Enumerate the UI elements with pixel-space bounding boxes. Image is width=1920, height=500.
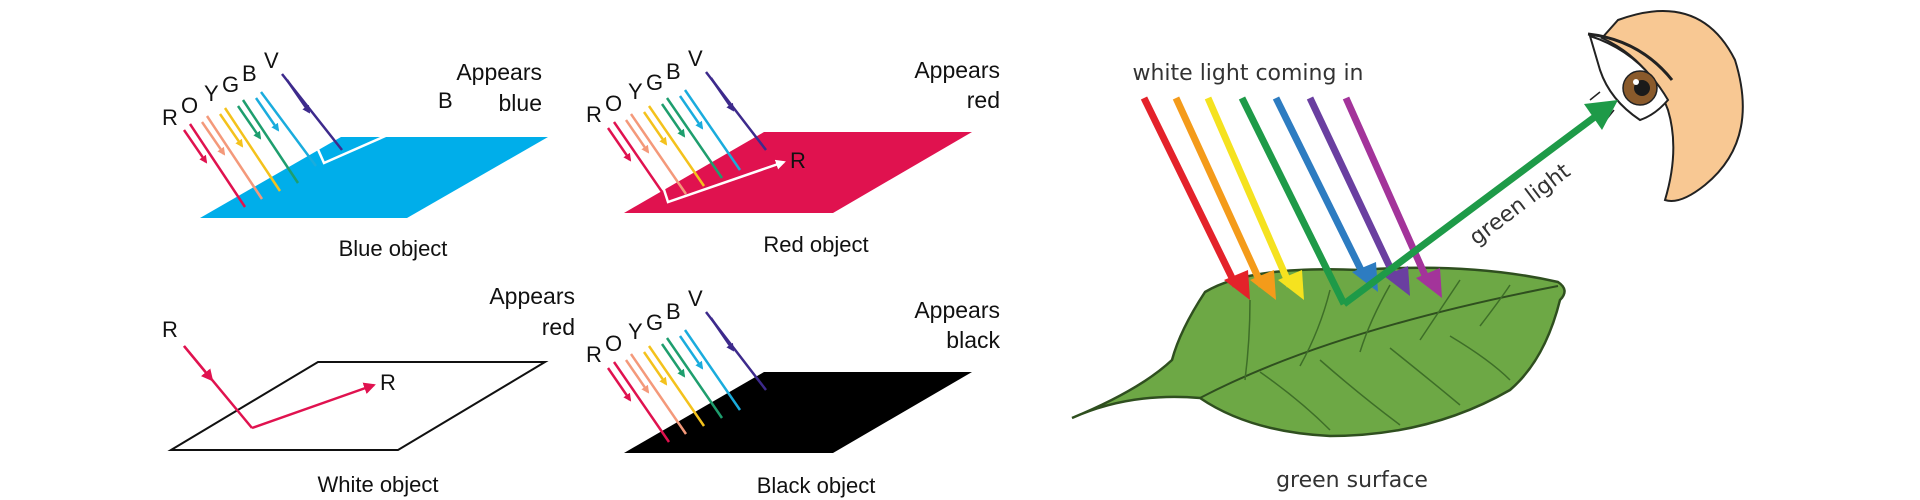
ray-letter-B: B [666,299,681,324]
reflected-green-ray [1341,100,1618,307]
appears-label-line2: red [967,87,1000,113]
white-surface [167,361,549,451]
panel-caption: Red object [763,232,868,257]
incoming-light-label: white light coming in [1132,61,1363,86]
ray-letter-V: V [688,286,703,311]
black-surface [624,372,972,453]
ray-letter-B: B [242,61,257,86]
panel-caption: Black object [757,473,876,498]
black-object-panel: R O Y G B V Appears black Black object [586,286,1000,498]
appears-label-line2: blue [499,90,542,116]
ray-letter-B: B [666,59,681,84]
panel-caption: White object [317,472,438,497]
red-object-panel: R O Y G B V R Appears red Red object [586,46,1000,257]
ray-letter-Y: Y [628,79,643,104]
blue-reflected-ray [314,110,442,165]
ray-letter-R: R [586,342,602,367]
appears-label-line1: Appears [914,297,1000,323]
blue-incoming-rays [182,73,343,208]
leaf-reflection-diagram: white light coming in green light green … [1071,10,1744,493]
ray-letter-O: O [181,93,198,118]
ray-letter-R: R [162,105,178,130]
red-incoming-rays [606,71,767,203]
eye-icon [1587,10,1744,202]
appears-label-line2: black [946,327,1000,353]
ray-letter-Y: Y [628,319,643,344]
appears-label-line1: Appears [456,59,542,85]
ray-letter-V: V [688,46,703,71]
reflected-letter: R [790,148,806,173]
reflected-letter: B [438,88,453,113]
ray-letter-R: R [162,317,178,342]
ray-letter-Y: Y [204,81,219,106]
ray-letter-O: O [605,91,622,116]
appears-label-line1: Appears [489,283,575,309]
ray-letter-G: G [222,72,239,97]
appears-label-line1: Appears [914,57,1000,83]
white-reflected-ray [251,382,376,430]
red-reflected-ray [655,159,786,204]
ray-letter-O: O [605,331,622,356]
appears-label-line2: red [542,314,575,340]
leaf-icon [1071,266,1566,438]
ray-letter-G: G [646,310,663,335]
black-incoming-rays [606,311,767,443]
ray-letter-G: G [646,70,663,95]
reflected-letter: R [380,370,396,395]
white-object-panel: R R Appears red White object [162,283,575,497]
blue-surface [200,137,548,218]
panel-caption: Blue object [339,236,448,261]
red-surface [624,132,972,213]
ray-letter-V: V [264,48,279,73]
ray-letter-R: R [586,102,602,127]
surface-label: green surface [1276,468,1428,493]
blue-object-panel: R O Y G B V B Appears blue Blue object [162,48,548,261]
